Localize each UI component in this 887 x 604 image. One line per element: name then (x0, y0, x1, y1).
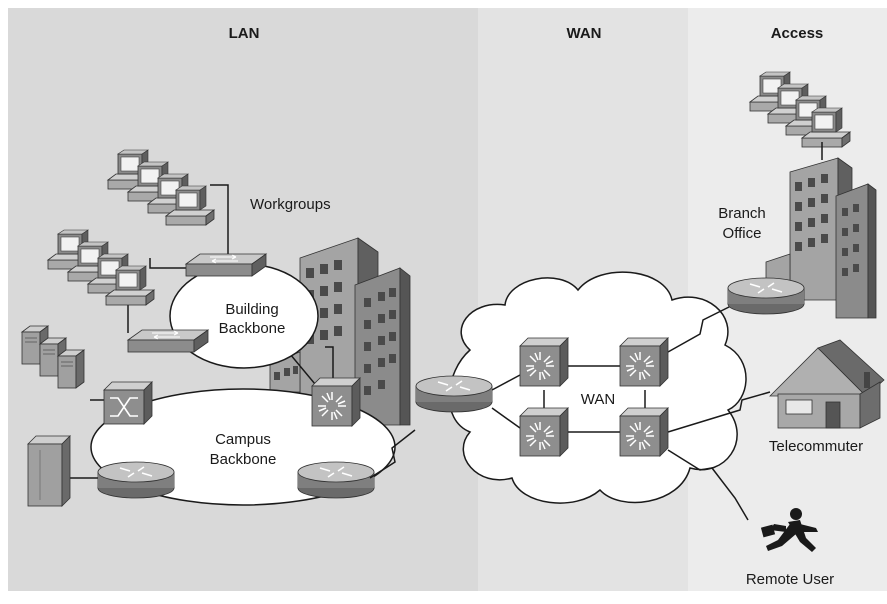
mobile-user-icon (760, 508, 818, 552)
lan-header: LAN (229, 25, 260, 42)
router-icon (415, 375, 493, 413)
workgroup-switch-icon (185, 253, 267, 277)
access-header: Access (771, 25, 824, 42)
multilayer-switch-icon (519, 337, 569, 387)
router-icon (727, 277, 805, 315)
wan-cloud (448, 271, 747, 504)
remote-user-label: Remote User (746, 571, 834, 588)
building-backbone-label-line2: Backbone (219, 320, 286, 337)
branch-office-label-line2: Office (723, 225, 762, 242)
wan-header: WAN (567, 25, 602, 42)
multilayer-switch-icon (619, 407, 669, 457)
multilayer-switch-icon (619, 337, 669, 387)
campus-backbone-label-line1: Campus (215, 431, 271, 448)
workgroups-label: Workgroups (250, 196, 331, 213)
router-icon (97, 461, 175, 499)
house-icon (769, 339, 885, 429)
building-backbone-label-line1: Building (225, 301, 278, 318)
atm-switch-icon (103, 381, 153, 425)
multilayer-switch-icon (519, 407, 569, 457)
wan-links (369, 303, 771, 521)
server-icon (57, 349, 85, 389)
server-icon (27, 435, 71, 507)
workgroup-switch-icon (127, 329, 209, 353)
wan-cloud-label: WAN (581, 391, 615, 408)
branch-office-label-line1: Branch (718, 205, 766, 222)
office-building-icon (765, 157, 877, 319)
router-icon (297, 461, 375, 499)
campus-backbone-label-line2: Backbone (210, 451, 277, 468)
multilayer-switch-icon (311, 377, 361, 427)
telecommuter-label: Telecommuter (769, 438, 863, 455)
